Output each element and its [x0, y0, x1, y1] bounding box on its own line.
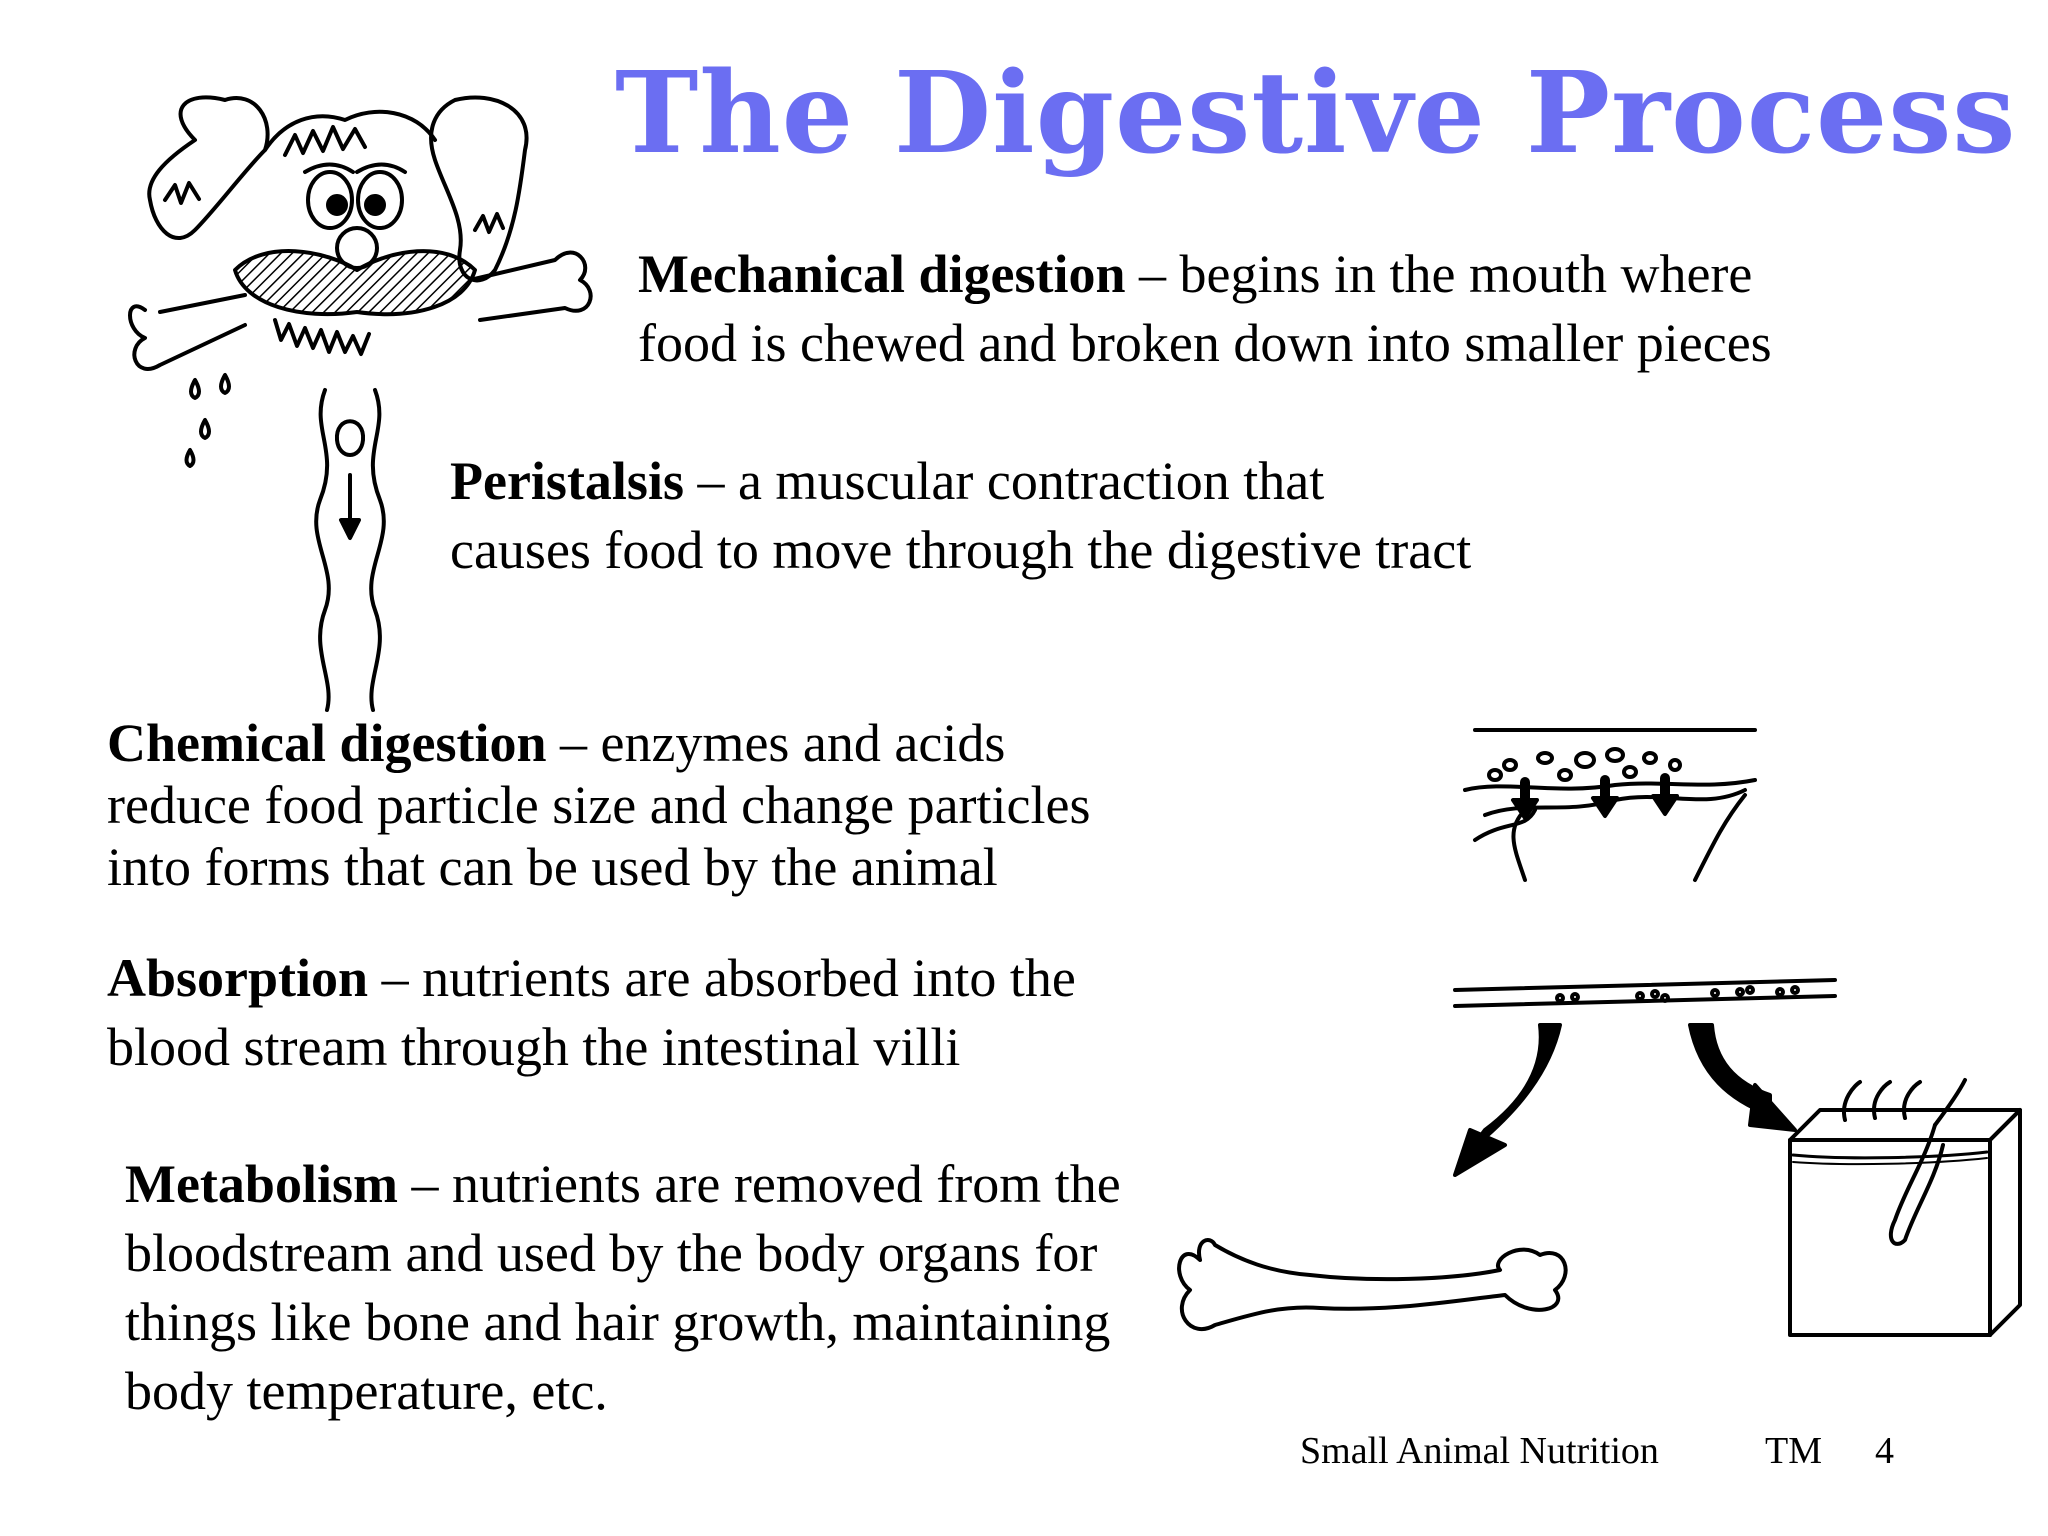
peristalsis-text: Peristalsis – a muscular contraction tha…: [450, 447, 1471, 585]
mechanical-digestion-text: Mechanical digestion – begins in the mou…: [638, 240, 1772, 378]
peristalsis-line1: – a muscular contraction that: [683, 451, 1325, 511]
peristalsis-line2: causes food to move through the digestiv…: [450, 520, 1472, 580]
chemical-digestion-term: Chemical digestion: [107, 713, 547, 773]
footer-course-name: Small Animal Nutrition: [1300, 1430, 1659, 1472]
metabolism-term: Metabolism: [125, 1154, 398, 1214]
absorption-term: Absorption: [107, 948, 369, 1008]
chemical-digestion-line3: into forms that can be used by the anima…: [107, 837, 998, 897]
metabolism-line3: things like bone and hair growth, mainta…: [125, 1292, 1111, 1352]
dog-with-bone-illustration: [128, 95, 593, 468]
page-title: The Digestive Process: [615, 48, 2017, 179]
bone-illustration: [1177, 1238, 1568, 1332]
chemical-digestion-line2: reduce food particle size and change par…: [107, 775, 1091, 835]
absorption-text: Absorption – nutrients are absorbed into…: [107, 944, 1076, 1082]
absorption-line2: blood stream through the intestinal vill…: [107, 1017, 961, 1077]
peristalsis-term: Peristalsis: [450, 451, 684, 511]
mechanical-digestion-line2: food is chewed and broken down into smal…: [638, 313, 1772, 373]
intestinal-villi-absorption-illustration: [1463, 728, 1757, 882]
footer-label: TM: [1765, 1430, 1822, 1472]
mechanical-digestion-line1: – begins in the mouth where: [1125, 244, 1753, 304]
bloodstream-vessel-illustration: [1453, 978, 1837, 1177]
metabolism-line4: body temperature, etc.: [125, 1361, 608, 1421]
metabolism-line2: bloodstream and used by the body organs …: [125, 1223, 1098, 1283]
esophagus-peristalsis-illustration: [314, 388, 386, 712]
skin-hair-follicle-illustration: [1788, 1078, 2022, 1337]
absorption-line1: – nutrients are absorbed into the: [368, 948, 1076, 1008]
chemical-digestion-text: Chemical digestion – enzymes and acids r…: [107, 712, 1091, 898]
mechanical-digestion-term: Mechanical digestion: [638, 244, 1126, 304]
metabolism-line1: – nutrients are removed from the: [397, 1154, 1121, 1214]
chemical-digestion-line1: – enzymes and acids: [546, 713, 1006, 773]
footer-page-number: 4: [1875, 1430, 1894, 1472]
metabolism-text: Metabolism – nutrients are removed from …: [125, 1150, 1121, 1426]
